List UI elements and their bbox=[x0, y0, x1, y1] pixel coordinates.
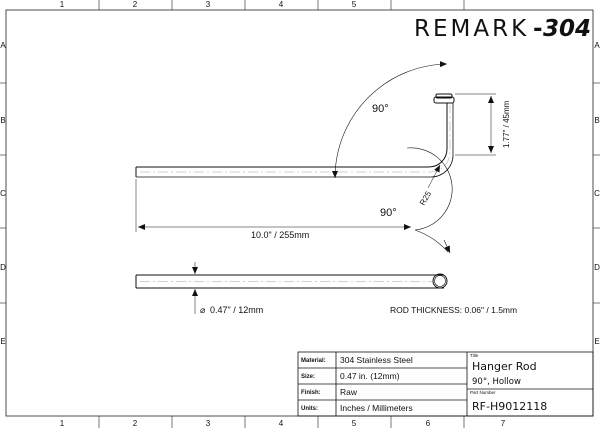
row-label-right-a: A bbox=[594, 41, 600, 50]
row-label-left-d: D bbox=[0, 263, 6, 272]
col-label-bottom-1: 1 bbox=[60, 419, 65, 428]
col-label-bottom-6: 6 bbox=[426, 419, 431, 428]
part-number: RF-H9012118 bbox=[472, 400, 547, 413]
radius-leader bbox=[427, 164, 441, 189]
angle-arc-upper bbox=[332, 61, 448, 179]
col-label-bottom-3: 3 bbox=[206, 419, 211, 428]
part-title: Hanger Rod bbox=[472, 360, 537, 373]
brand-number: 304 bbox=[543, 16, 591, 42]
height-label: 1.77" / 45mm bbox=[502, 100, 511, 148]
brand-dash: - bbox=[533, 16, 543, 42]
height-dimension bbox=[455, 93, 496, 156]
tb-label-title: Title bbox=[470, 353, 479, 358]
angle-label-upper: 90° bbox=[372, 103, 389, 115]
brand-logo: REMARK - 304 bbox=[414, 16, 591, 42]
diameter-symbol: ⌀ bbox=[200, 305, 206, 315]
length-label: 10.0" / 255mm bbox=[251, 230, 309, 240]
row-label-left-e: E bbox=[0, 337, 5, 346]
col-label-top-2: 2 bbox=[133, 0, 138, 9]
row-label-right-e: E bbox=[594, 337, 599, 346]
col-label-top-1: 1 bbox=[60, 0, 65, 9]
tb-value-units: Inches / Millimeters bbox=[340, 403, 413, 413]
row-label-left-c: C bbox=[0, 189, 6, 198]
col-label-top-5: 5 bbox=[352, 0, 357, 9]
diameter-label: 0.47" / 12mm bbox=[210, 305, 263, 315]
tb-value-material: 304 Stainless Steel bbox=[340, 355, 413, 365]
tb-label-size: Size: bbox=[301, 374, 315, 380]
col-label-top-4: 4 bbox=[279, 0, 284, 9]
tb-label-material: Material: bbox=[301, 358, 326, 364]
length-dimension bbox=[135, 179, 411, 232]
col-label-top-3: 3 bbox=[206, 0, 211, 9]
col-label-bottom-4: 4 bbox=[279, 419, 284, 428]
row-label-left-b: B bbox=[0, 116, 5, 125]
rod-side-view bbox=[135, 93, 455, 178]
col-label-bottom-5: 5 bbox=[352, 419, 357, 428]
angle-arrow-lower bbox=[443, 239, 451, 254]
angle-label-lower: 90° bbox=[380, 207, 397, 219]
radius-label: R25 bbox=[418, 189, 433, 207]
row-label-right-d: D bbox=[594, 263, 600, 272]
title-block-frame bbox=[297, 351, 594, 417]
angle-arc-lower bbox=[406, 147, 453, 253]
col-label-bottom-7: 7 bbox=[501, 419, 506, 428]
row-label-left-a: A bbox=[0, 41, 6, 50]
tb-value-size: 0.47 in. (12mm) bbox=[340, 371, 400, 381]
tb-label-units: Units: bbox=[301, 406, 318, 412]
sheet-border bbox=[5, 9, 594, 417]
brand-name: REMARK bbox=[414, 16, 529, 42]
col-label-bottom-2: 2 bbox=[133, 419, 138, 428]
rod-top-view bbox=[135, 273, 448, 289]
rod-center-line bbox=[140, 105, 451, 173]
tb-label-finish: Finish: bbox=[301, 390, 321, 396]
row-label-right-c: C bbox=[594, 189, 600, 198]
rod-thickness-label: ROD THICKNESS: 0.06" / 1.5mm bbox=[390, 305, 517, 315]
tb-value-finish: Raw bbox=[340, 387, 358, 397]
tb-label-part-number: Part Number bbox=[470, 390, 496, 395]
part-subtitle: 90°, Hollow bbox=[472, 377, 521, 387]
row-label-right-b: B bbox=[594, 116, 599, 125]
